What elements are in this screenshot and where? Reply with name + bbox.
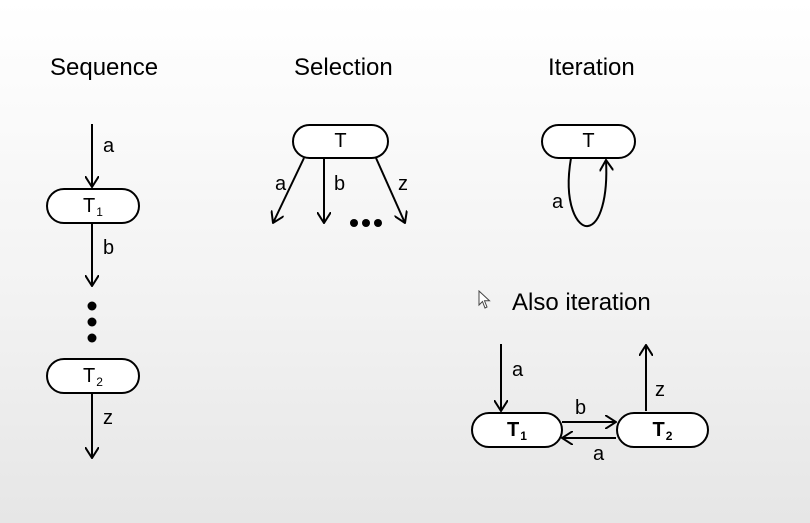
seq-box-t2-sub: 2 — [96, 375, 103, 389]
also-iteration-title: Also iteration — [512, 289, 651, 316]
seq-dot — [87, 333, 97, 343]
sel-dot — [362, 219, 370, 227]
seq-label-in: a — [103, 135, 115, 157]
sel-dot — [350, 219, 358, 227]
sel-label-middle: b — [334, 173, 346, 195]
sel-label-left: a — [275, 173, 287, 195]
seq-box-t2-main: T — [83, 364, 96, 387]
also-box-t2-sub: 2 — [665, 429, 673, 443]
seq-dot — [87, 301, 97, 311]
seq-box-t1-sub: 1 — [96, 205, 103, 219]
sel-box-t: T — [292, 124, 389, 159]
also-box-t1-main: T — [507, 418, 520, 441]
iter-loop-arrow — [567, 157, 607, 228]
sel-dot — [374, 219, 382, 227]
also-label-back: a — [593, 443, 605, 465]
seq-label-out: z — [103, 407, 113, 429]
sel-arrow-right — [375, 157, 405, 223]
seq-box-t1-main: T — [83, 194, 96, 217]
selection-title: Selection — [294, 54, 393, 81]
seq-dot — [87, 317, 97, 327]
seq-label-mid: b — [103, 237, 115, 259]
sequence-title: Sequence — [50, 54, 159, 81]
also-label-forward: b — [575, 397, 587, 419]
also-label-in: a — [512, 359, 524, 381]
sel-label-right: z — [398, 173, 408, 195]
mouse-pointer-icon — [478, 290, 491, 309]
iteration-title: Iteration — [548, 54, 635, 81]
sel-arrow-left — [273, 157, 305, 223]
iter-label-loop: a — [552, 191, 564, 213]
iter-box-t: T — [541, 124, 636, 159]
also-label-out: z — [655, 379, 665, 401]
also-box-t1-sub: 1 — [520, 429, 527, 443]
also-box-t2-main: T — [652, 418, 665, 441]
